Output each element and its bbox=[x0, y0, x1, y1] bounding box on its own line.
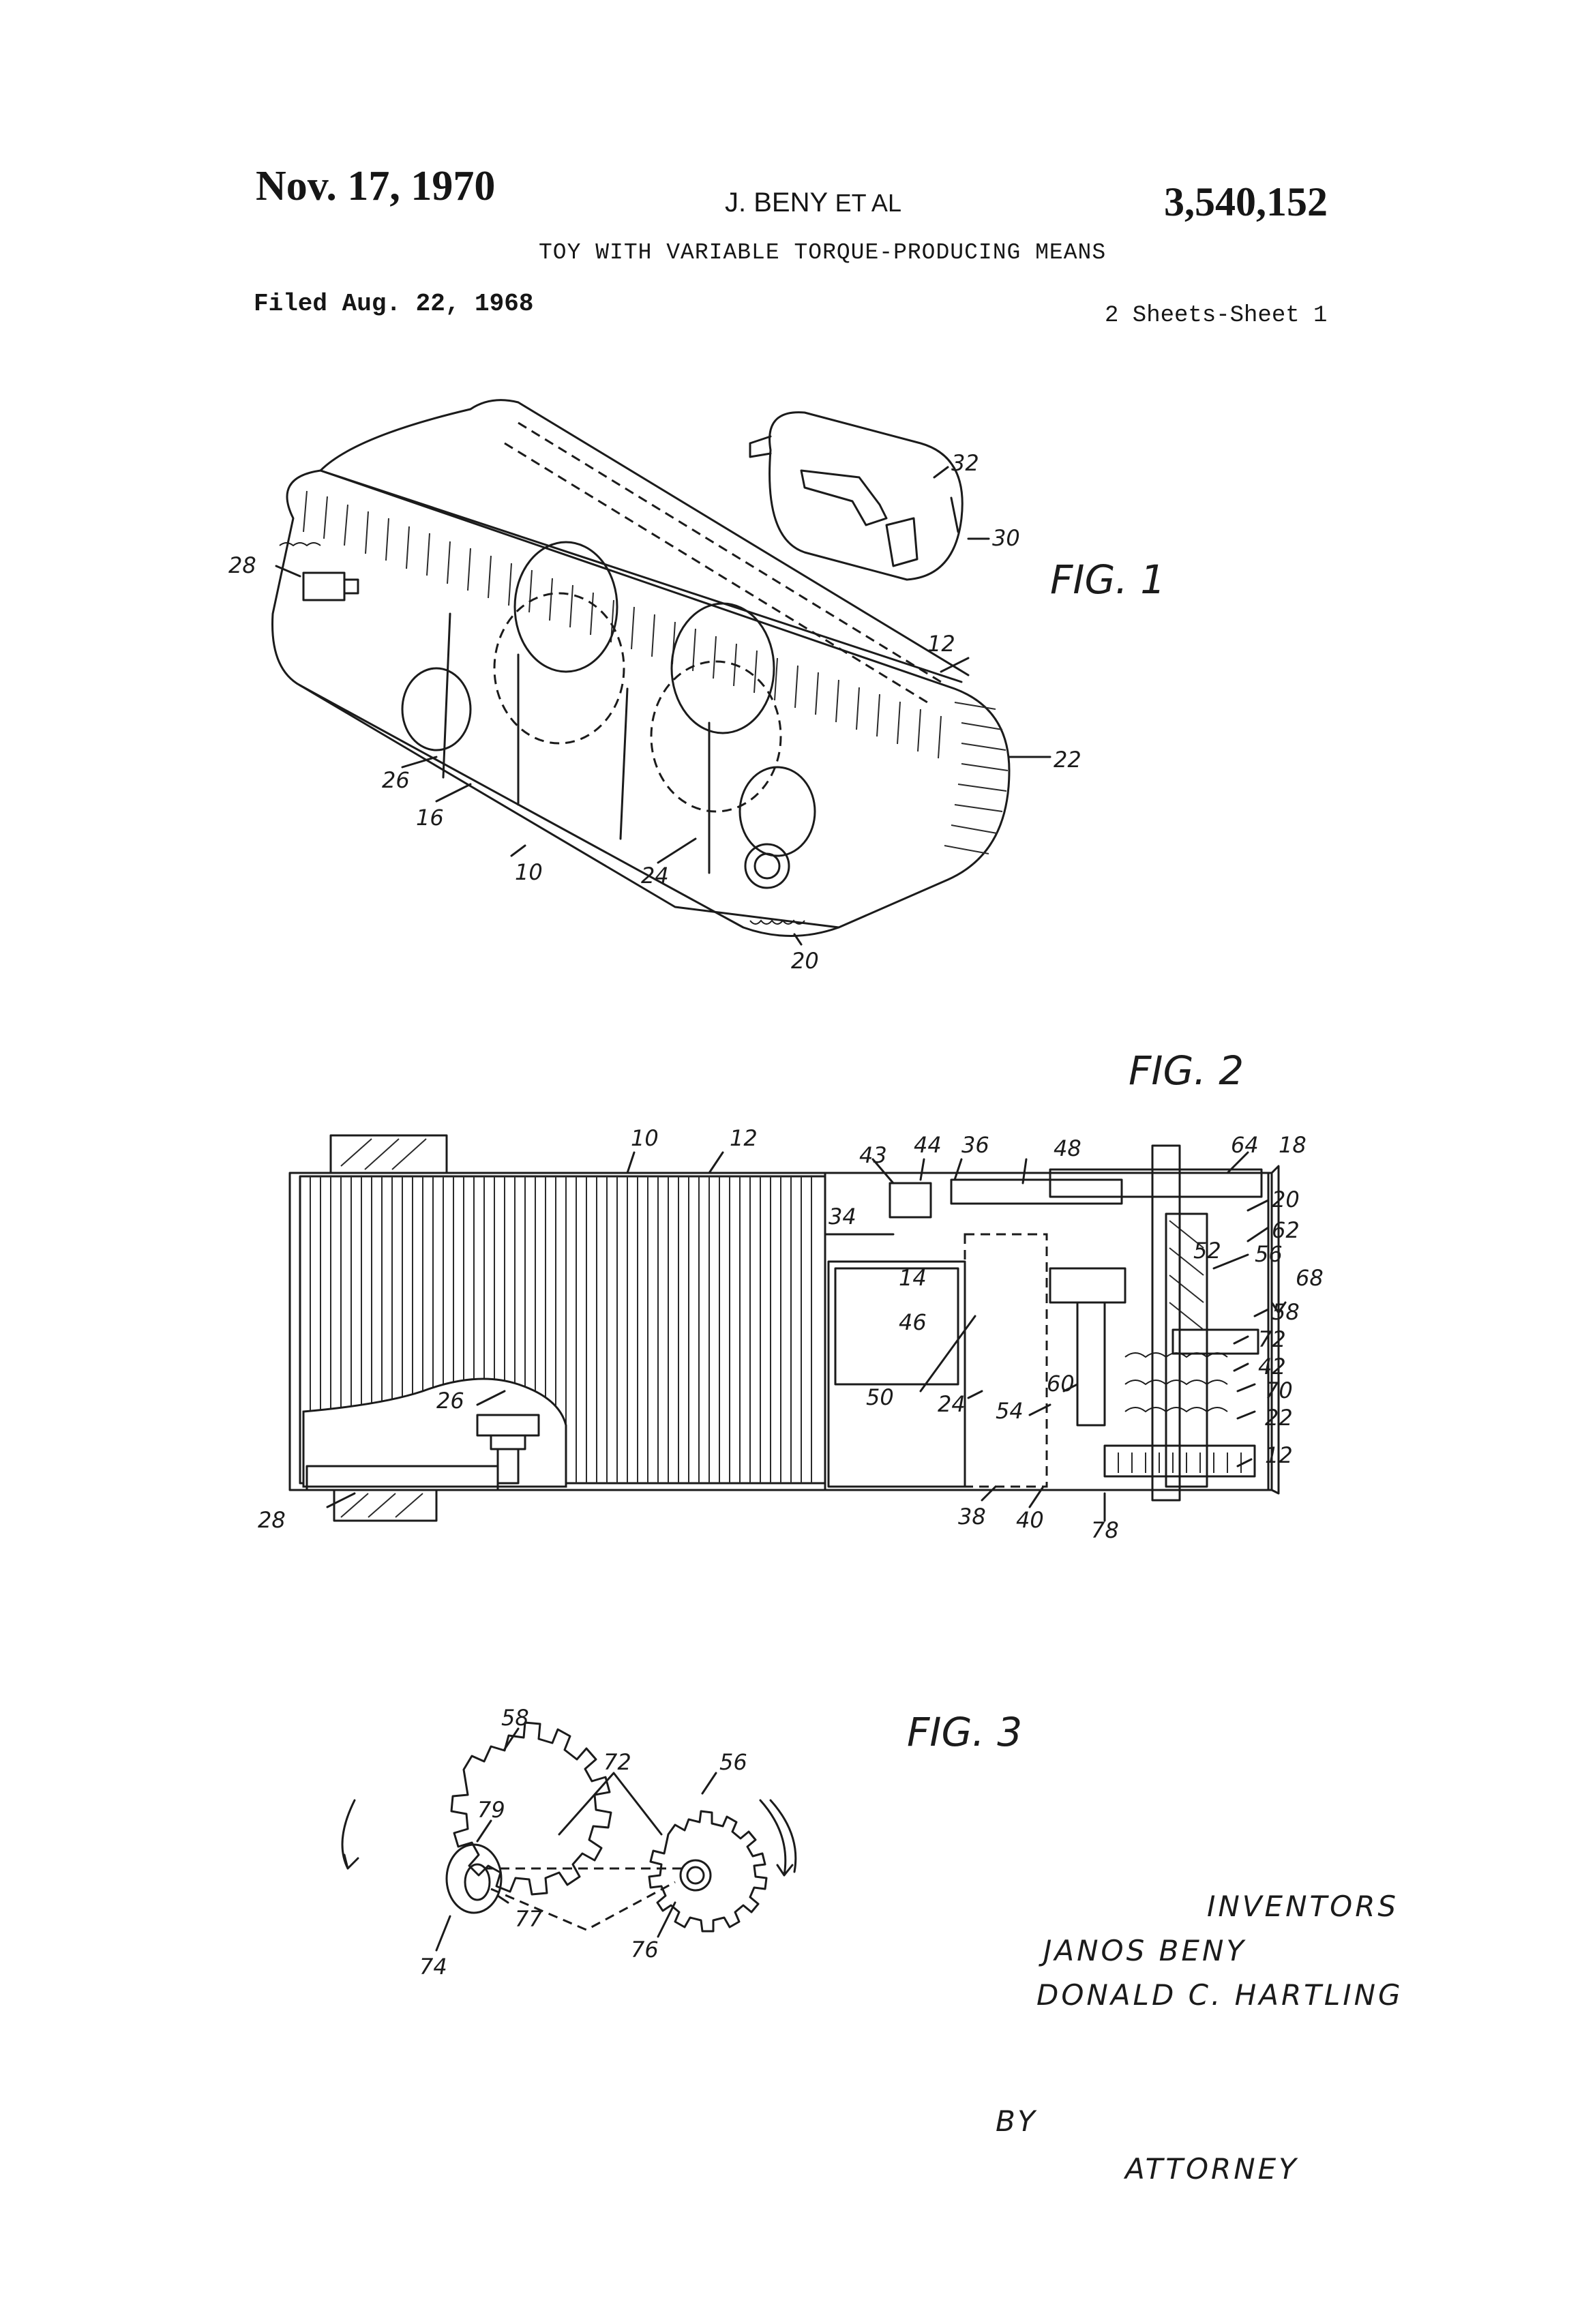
fig2-ref-38: 38 bbox=[958, 1504, 986, 1530]
patent-date: Nov. 17, 1970 bbox=[256, 163, 496, 209]
fig2-ref-28: 28 bbox=[258, 1507, 286, 1533]
figure-2-drawing bbox=[288, 1134, 1287, 1522]
fig3-ref-79: 79 bbox=[477, 1797, 505, 1823]
fig2-ref-70: 70 bbox=[1265, 1377, 1293, 1403]
fig1-ref-20: 20 bbox=[791, 948, 819, 974]
fig1-ref-28: 28 bbox=[228, 552, 256, 578]
inventor-name: J. BENY bbox=[725, 188, 828, 218]
fig2-ref-44: 44 bbox=[914, 1132, 942, 1158]
fig2-ref-64: 64 bbox=[1231, 1132, 1259, 1158]
fig1-ref-22: 22 bbox=[1054, 747, 1081, 773]
by-label: BY bbox=[996, 2104, 1038, 2138]
patent-number: 3,540,152 bbox=[1164, 179, 1328, 224]
inventor-header: J. BENY ET AL bbox=[725, 188, 901, 218]
fig2-ref-36: 36 bbox=[961, 1132, 989, 1158]
fig2-ref-50: 50 bbox=[866, 1384, 894, 1410]
fig3-ref-56: 56 bbox=[719, 1749, 747, 1775]
fig2-ref-68: 68 bbox=[1296, 1265, 1324, 1291]
fig2-ref-22: 22 bbox=[1265, 1405, 1293, 1431]
fig1-ref-12: 12 bbox=[927, 631, 955, 657]
fig3-ref-58: 58 bbox=[501, 1705, 529, 1731]
fig2-ref-42: 42 bbox=[1258, 1354, 1286, 1380]
fig2-ref-78: 78 bbox=[1091, 1517, 1119, 1543]
inventors-heading: INVENTORS bbox=[1207, 1890, 1399, 1923]
fig2-ref-46: 46 bbox=[899, 1309, 927, 1335]
fig2-ref-14: 14 bbox=[899, 1265, 927, 1291]
fig2-ref-48: 48 bbox=[1054, 1135, 1081, 1161]
fig2-ref-12-top: 12 bbox=[730, 1125, 758, 1151]
inventor-donald-hartling: DONALD C. HARTLING bbox=[1036, 1978, 1403, 2012]
fig1-ref-32: 32 bbox=[951, 450, 979, 476]
fig2-ref-62: 62 bbox=[1272, 1217, 1300, 1243]
fig2-ref-20: 20 bbox=[1272, 1187, 1300, 1212]
fig2-ref-12-bottom: 12 bbox=[1265, 1442, 1293, 1468]
fig1-ref-26: 26 bbox=[382, 767, 410, 793]
fig2-ref-56: 56 bbox=[1255, 1241, 1283, 1267]
et-al: ET AL bbox=[835, 189, 901, 217]
fig2-ref-43: 43 bbox=[859, 1142, 887, 1168]
fig1-ref-16: 16 bbox=[416, 805, 444, 831]
fig2-ref-10: 10 bbox=[631, 1125, 659, 1151]
fig1-ref-10: 10 bbox=[515, 859, 543, 885]
filed-date: Filed Aug. 22, 1968 bbox=[254, 290, 534, 318]
fig2-label: FIG. 2 bbox=[1129, 1047, 1244, 1094]
fig2-ref-40: 40 bbox=[1016, 1507, 1044, 1533]
fig2-ref-26: 26 bbox=[436, 1388, 464, 1414]
sheet-count: 2 Sheets-Sheet 1 bbox=[1105, 303, 1328, 329]
attorney-label: ATTORNEY bbox=[1123, 2152, 1299, 2186]
figure-3-drawing bbox=[341, 1721, 797, 1952]
fig3-ref-74: 74 bbox=[419, 1954, 447, 1980]
fig2-ref-58: 58 bbox=[1272, 1299, 1300, 1325]
inventor-janos-beny: JANOS BENY bbox=[1039, 1934, 1247, 1967]
fig2-ref-52: 52 bbox=[1193, 1238, 1221, 1264]
patent-title: TOY WITH VARIABLE TORQUE-PRODUCING MEANS bbox=[539, 240, 1107, 265]
fig1-label: FIG. 1 bbox=[1050, 556, 1165, 603]
fig3-label: FIG. 3 bbox=[907, 1709, 1022, 1755]
fig2-ref-18: 18 bbox=[1279, 1132, 1307, 1158]
fig2-ref-54: 54 bbox=[996, 1398, 1024, 1424]
fig3-ref-77: 77 bbox=[515, 1906, 543, 1932]
figure-1-drawing bbox=[271, 399, 1051, 946]
fig3-ref-72: 72 bbox=[603, 1749, 631, 1775]
fig2-ref-24: 24 bbox=[938, 1391, 966, 1417]
fig2-ref-72: 72 bbox=[1258, 1326, 1286, 1352]
fig2-ref-34: 34 bbox=[829, 1204, 856, 1230]
fig3-ref-76: 76 bbox=[631, 1937, 659, 1963]
fig2-ref-60: 60 bbox=[1047, 1371, 1075, 1397]
fig1-ref-30: 30 bbox=[992, 525, 1020, 551]
fig1-ref-24: 24 bbox=[641, 863, 669, 889]
